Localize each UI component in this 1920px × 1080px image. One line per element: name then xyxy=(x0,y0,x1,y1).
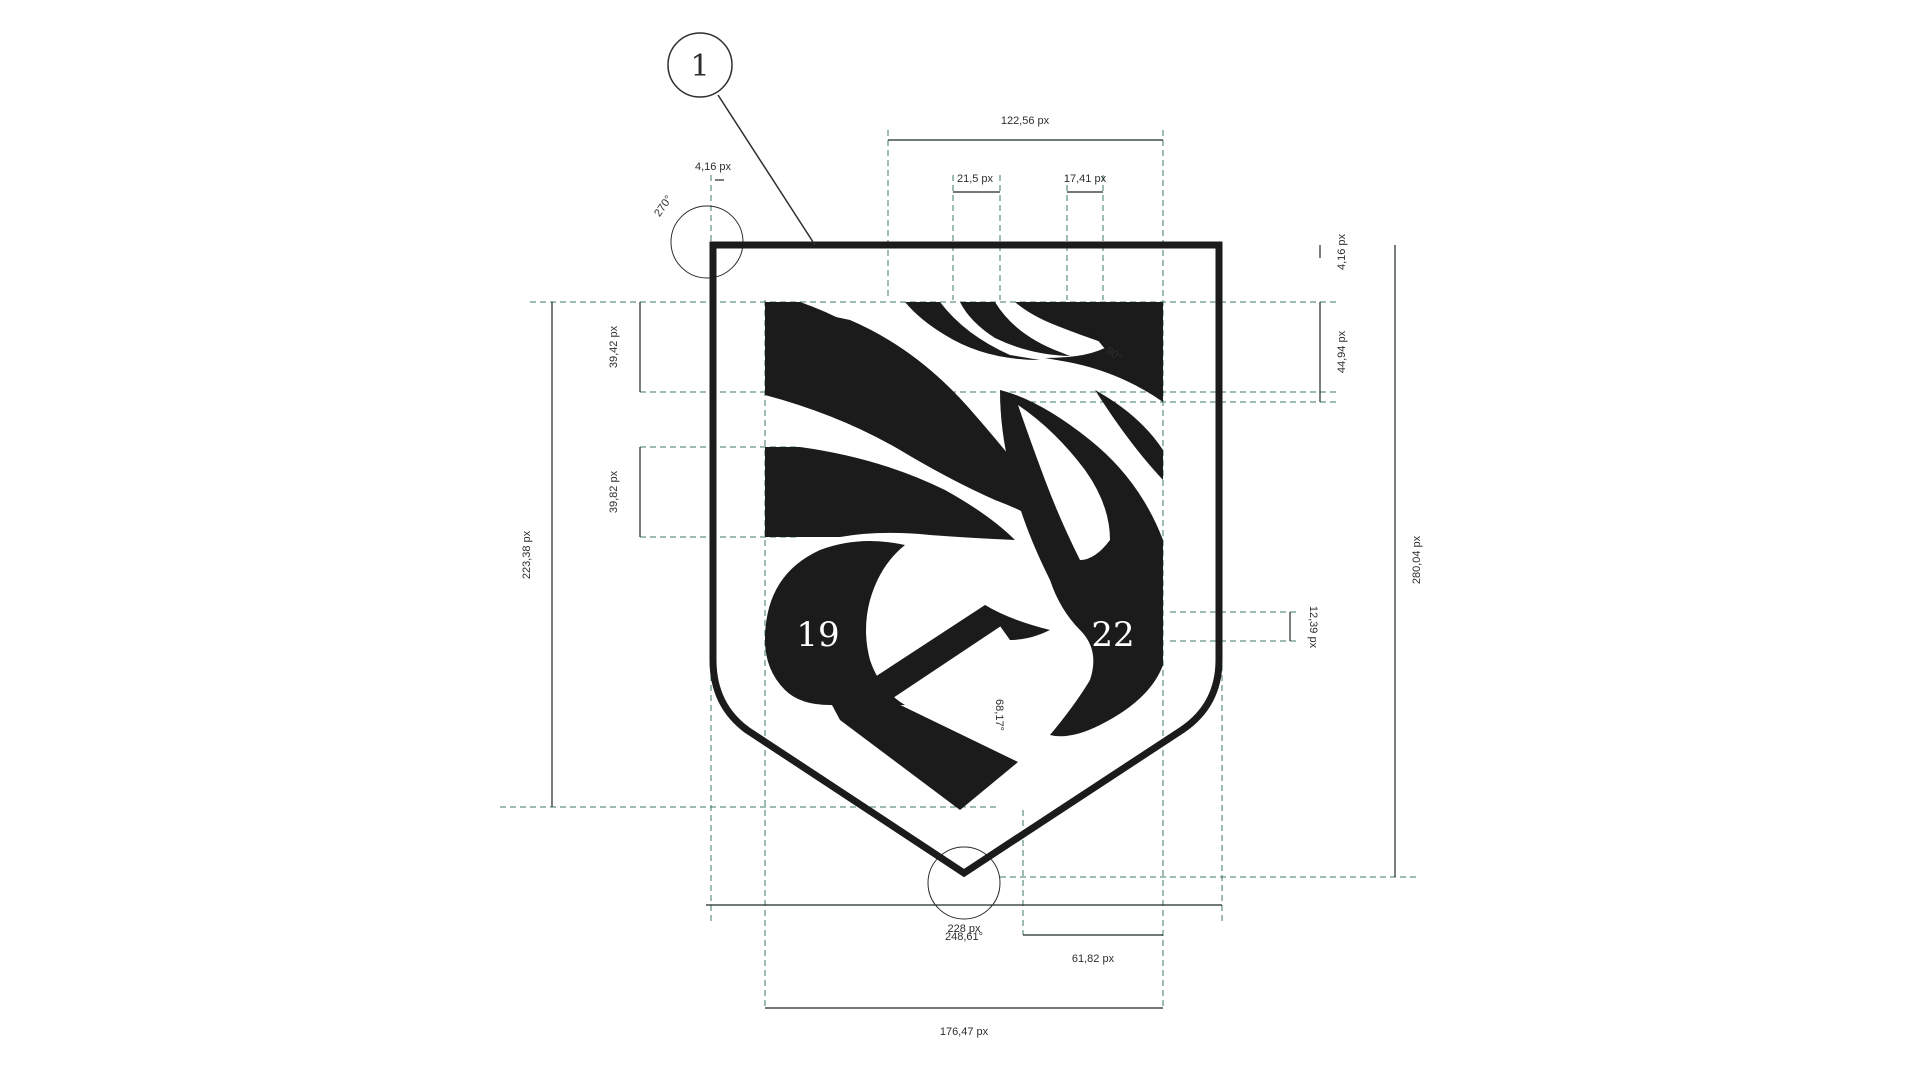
dim-top-width: 122,56 px xyxy=(1001,115,1050,127)
bird-body xyxy=(1000,390,1163,737)
dim-right-band: 44,94 px xyxy=(1336,330,1348,373)
construction-guides xyxy=(500,130,1420,1010)
callout: 1 xyxy=(667,32,816,246)
dim-total-height: 280,04 px xyxy=(1411,535,1423,584)
bird-head-stroke xyxy=(1095,390,1163,480)
wing-upper xyxy=(765,302,1075,540)
dim-band-2: 39,82 px xyxy=(608,470,620,513)
dimensions: 122,56 px 21,5 px 17,41 px 4,16 px 270° … xyxy=(521,115,1423,1038)
crest-logo: 19 22 xyxy=(709,241,1223,878)
dim-year-offset: 12,39 px xyxy=(1307,606,1319,649)
feather-shape xyxy=(1015,302,1163,402)
dim-base-width-2: 248,61° xyxy=(945,931,983,943)
wing-middle xyxy=(765,447,1015,540)
year-left: 19 xyxy=(796,615,839,655)
dim-stroke-small: 4,16 px xyxy=(695,161,732,173)
dim-left-height: 223,38 px xyxy=(521,530,533,579)
callout-number: 1 xyxy=(690,49,709,84)
crest-lower-left xyxy=(765,541,905,705)
callout-leader xyxy=(717,94,816,246)
l-letterform xyxy=(832,605,1018,810)
dim-l-angle: 68,17° xyxy=(993,699,1005,731)
dim-gap-b: 17,41 px xyxy=(1064,173,1107,185)
dim-inner-width: 176,47 px xyxy=(940,1026,989,1038)
feather-shape xyxy=(960,302,1070,356)
dim-stroke-right: 4,16 px xyxy=(1336,233,1348,270)
shield-outline xyxy=(709,241,1223,878)
dim-corner-angle: 270° xyxy=(652,194,675,220)
dim-band-1: 39,42 px xyxy=(608,325,620,368)
bird-neck-cutout xyxy=(1018,405,1110,560)
dim-base-width-1: 228 px xyxy=(947,923,981,935)
year-right: 22 xyxy=(1091,615,1134,655)
dim-gap-a: 21,5 px xyxy=(957,173,994,185)
feather-shape xyxy=(1090,330,1163,392)
callout-circle xyxy=(667,32,733,98)
feather-shape xyxy=(905,302,1040,360)
l-serif xyxy=(985,605,1050,640)
dim-right-base: 61,82 px xyxy=(1072,953,1115,965)
